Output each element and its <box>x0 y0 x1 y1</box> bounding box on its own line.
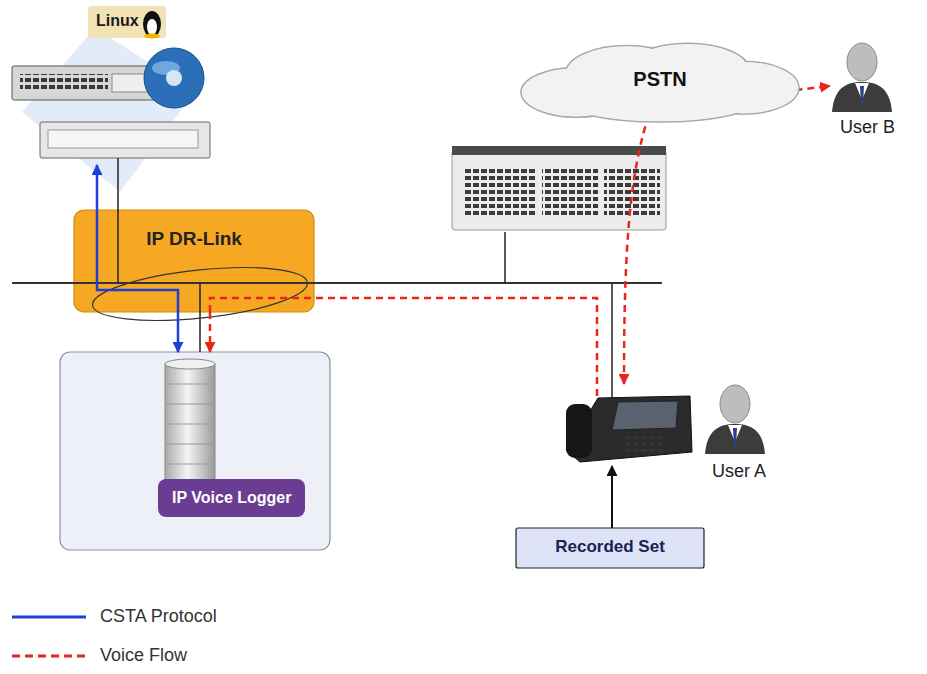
recorded-set-box: Recorded Set <box>516 528 704 568</box>
recorded-pointer <box>611 466 613 528</box>
illustration <box>12 6 892 656</box>
pbx-cable <box>504 232 506 283</box>
disc-hole <box>166 70 182 86</box>
cloud-layer <box>521 43 799 122</box>
phone-screen <box>612 401 678 430</box>
lan-line <box>12 282 662 284</box>
phone-body <box>566 396 692 462</box>
person-icon <box>832 43 892 112</box>
voice-route <box>624 112 650 384</box>
server-cable <box>117 158 119 283</box>
flow-connector <box>209 312 212 352</box>
os-label: Linux <box>96 12 139 30</box>
recorded-set-box-shape <box>516 528 704 568</box>
node-text: Recorded Set <box>516 537 704 557</box>
node-text: IP Voice Logger <box>158 479 305 517</box>
phone-cable <box>611 283 613 398</box>
user-label: User B <box>840 117 895 138</box>
penguin-body <box>143 11 161 37</box>
server-front <box>48 130 198 148</box>
pbx-ports <box>464 166 536 216</box>
penguin-feet <box>144 34 160 39</box>
person-icon <box>705 385 765 454</box>
disc <box>144 48 204 108</box>
voice-route <box>210 298 597 396</box>
phone-handset <box>566 404 592 458</box>
logger-panel-shape <box>60 352 330 550</box>
user-label: User A <box>712 461 766 482</box>
rack-ports <box>20 74 108 92</box>
node-fills <box>60 210 704 568</box>
node-text: IP DR-Link <box>74 228 314 250</box>
link-ellipse <box>90 259 310 329</box>
logger-cylinder <box>165 364 215 494</box>
connectors <box>178 312 210 352</box>
flow-connector <box>177 312 180 352</box>
server-box <box>40 122 210 158</box>
network-cloud: PSTN <box>521 44 799 122</box>
legend-sample <box>12 655 86 658</box>
pbx-box <box>452 150 666 230</box>
legend-text: Voice Flow <box>100 645 187 666</box>
penguin-belly <box>147 19 157 35</box>
voice-curve <box>624 86 830 384</box>
link-box-shape <box>74 210 314 312</box>
pbx-ports <box>542 166 598 216</box>
cloud-shape <box>521 43 799 122</box>
logger-panel: IP Voice Logger <box>60 352 330 550</box>
linux-logo <box>88 6 166 38</box>
link-box: IP DR-Link <box>74 210 314 312</box>
legend-sample <box>12 616 86 619</box>
phone-keys <box>625 436 665 452</box>
legend-text: CSTA Protocol <box>100 606 217 627</box>
rack-unit <box>12 66 162 100</box>
pbx-top <box>452 146 666 155</box>
cylinder-top <box>165 359 215 369</box>
node-text: PSTN <box>521 68 799 91</box>
cylinder-bands <box>165 384 215 464</box>
